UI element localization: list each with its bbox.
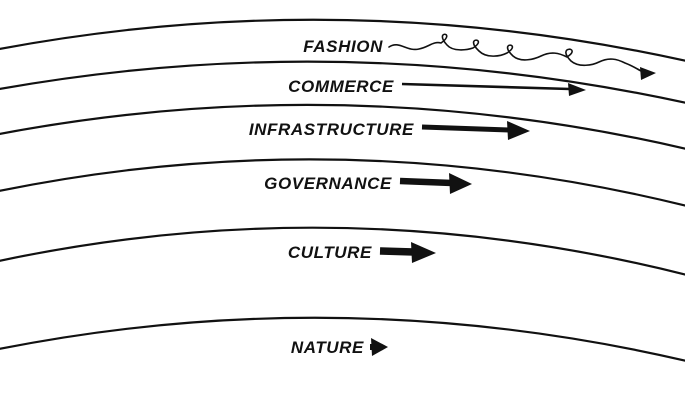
fashion-squiggle-line bbox=[388, 33, 644, 73]
layer-labels: FASHION COMMERCE INFRASTRUCTURE GOVERNAN… bbox=[249, 37, 414, 357]
label-fashion: FASHION bbox=[303, 37, 383, 56]
label-commerce: COMMERCE bbox=[288, 77, 394, 96]
culture-arrow-line bbox=[379, 247, 415, 256]
infrastructure-arrowhead-icon bbox=[507, 121, 530, 140]
governance-arrowhead-icon bbox=[449, 173, 472, 194]
arc-commerce bbox=[0, 60, 685, 104]
fashion-arrowhead-icon bbox=[640, 67, 656, 80]
culture-arrow bbox=[379, 242, 436, 263]
arc-governance bbox=[0, 158, 685, 207]
layer-arcs bbox=[0, 18, 685, 362]
commerce-arrowhead-icon bbox=[568, 83, 586, 96]
fashion-squiggle-arrow bbox=[388, 33, 656, 80]
nature-arrow bbox=[370, 338, 388, 356]
label-nature: NATURE bbox=[291, 338, 364, 357]
commerce-arrow bbox=[401, 82, 586, 96]
infrastructure-arrow-line bbox=[421, 124, 511, 133]
arc-nature bbox=[0, 316, 685, 362]
label-culture: CULTURE bbox=[288, 243, 372, 262]
label-infrastructure: INFRASTRUCTURE bbox=[249, 120, 414, 139]
commerce-arrow-line bbox=[401, 82, 571, 91]
arc-fashion bbox=[0, 18, 685, 62]
culture-arrowhead-icon bbox=[411, 242, 436, 263]
arc-infrastructure bbox=[0, 103, 685, 150]
nature-arrowhead-icon bbox=[371, 338, 388, 356]
infrastructure-arrow bbox=[421, 121, 530, 140]
governance-arrow bbox=[399, 173, 472, 194]
arc-culture bbox=[0, 226, 685, 276]
governance-arrow-line bbox=[399, 177, 453, 187]
label-governance: GOVERNANCE bbox=[264, 174, 392, 193]
